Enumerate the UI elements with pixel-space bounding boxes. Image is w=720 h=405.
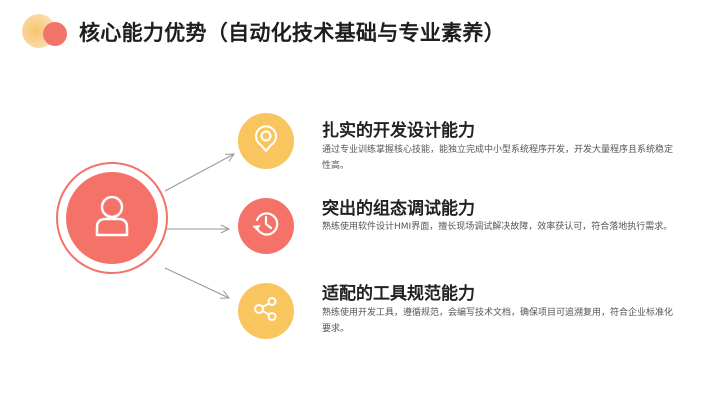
page-title: 核心能力优势（自动化技术基础与专业素养）: [79, 21, 505, 45]
item-3-icon-circle: [238, 283, 294, 339]
item-1-title: 扎实的开发设计能力: [322, 121, 475, 141]
center-circle: [66, 172, 158, 264]
history-clock-icon: [251, 209, 281, 243]
arrow-to-item-1: [164, 154, 234, 192]
item-2-icon-circle: [238, 198, 294, 254]
item-3-title: 适配的工具规范能力: [322, 284, 475, 304]
arrow-to-item-3: [164, 267, 229, 298]
user-icon: [92, 193, 132, 243]
item-3-description: 熟练使用开发工具，遵循规范，会编写技术文档，确保项目可追溯复用，符合企业标准化要…: [322, 308, 674, 334]
title-decoration-dot: [43, 22, 67, 46]
item-2-description: 熟练使用软件设计HMI界面，擅长现场调试解决故障，效率获认可，符合落地执行需求。: [322, 222, 673, 232]
share-icon: [253, 296, 279, 326]
item-1-icon-circle: [238, 113, 294, 169]
location-pin-icon: [254, 125, 278, 157]
item-1-description: 通过专业训练掌握核心技能，能独立完成中小型系统程序开发，开发大量程序且系统稳定性…: [322, 145, 674, 171]
item-2-title: 突出的组态调试能力: [322, 199, 475, 219]
